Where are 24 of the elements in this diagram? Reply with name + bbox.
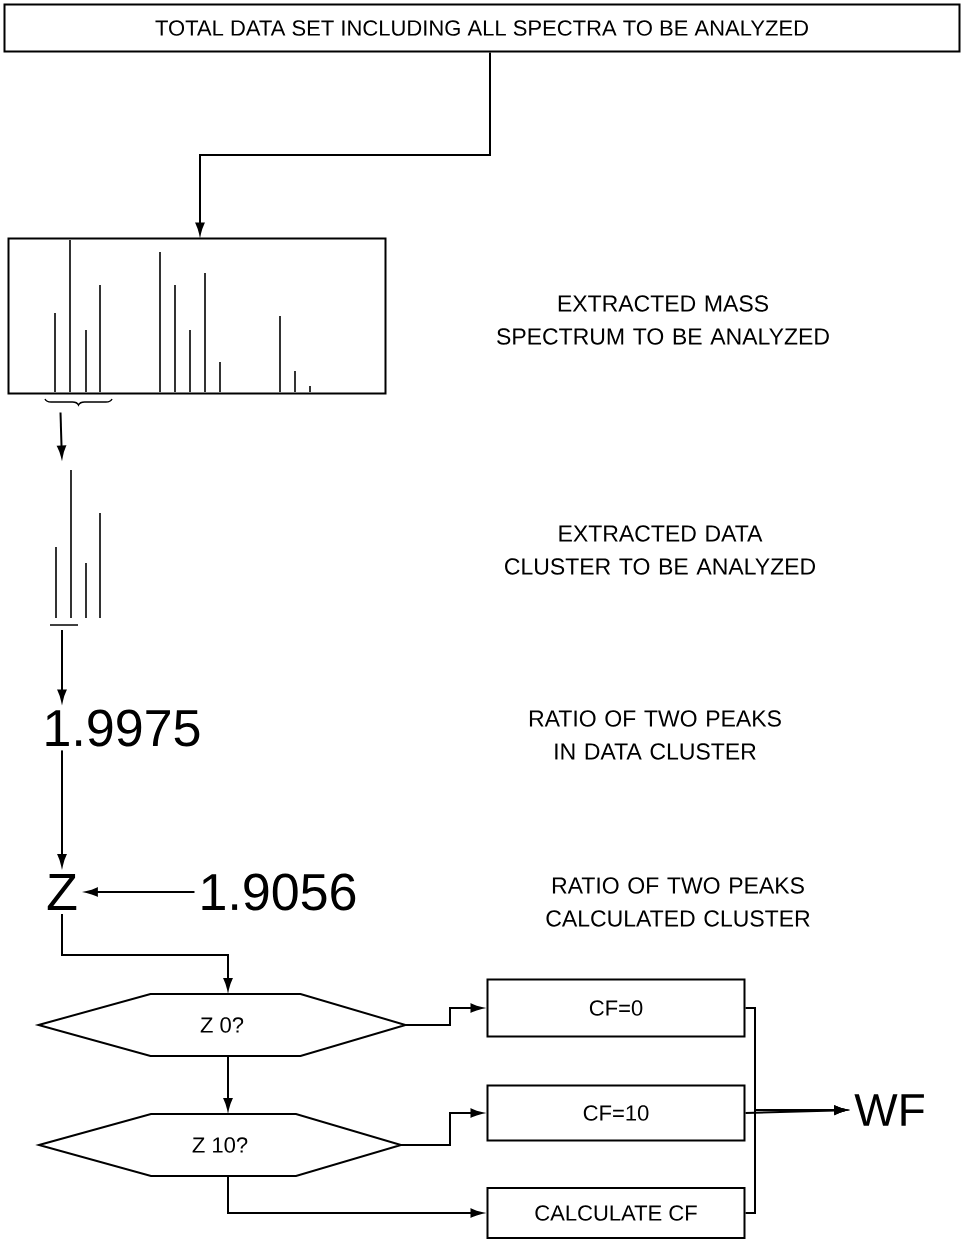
description-text: RATIO OF TWO PEAKS IN DATA CLUSTER <box>529 710 781 760</box>
output-label: WF <box>854 1094 924 1126</box>
arrow <box>223 1055 233 1111</box>
description-text: RATIO OF TWO PEAKS CALCULATED CLUSTER <box>546 877 810 927</box>
process-box: TOTAL DATA SET INCLUDING ALL SPECTRA TO BE ANALYZED <box>3 3 961 53</box>
description-text: EXTRACTED MASS SPECTRUM TO BE ANALYZED <box>497 295 829 345</box>
mass-spectrum-drawing <box>7 237 387 406</box>
ratio-value: 1.9056 <box>202 873 356 911</box>
description-text: EXTRACTED DATA CLUSTER TO BE ANALYZED <box>505 525 816 575</box>
process-box: CALCULATE CF <box>486 1187 746 1239</box>
ratio-value: 1.9975 <box>46 709 200 747</box>
arrow <box>85 887 196 897</box>
data-cluster-drawing <box>49 469 101 626</box>
arrow <box>61 912 233 991</box>
arrow <box>400 1108 483 1146</box>
arrow <box>227 1175 483 1218</box>
variable-label: Z <box>47 874 77 910</box>
arrow <box>57 749 67 867</box>
arrow <box>404 1003 483 1026</box>
arrow <box>57 411 66 458</box>
arrow <box>195 51 491 235</box>
arrow <box>744 1105 847 1214</box>
process-box: CF=10 <box>486 1084 746 1142</box>
process-box: CF=0 <box>486 978 746 1038</box>
